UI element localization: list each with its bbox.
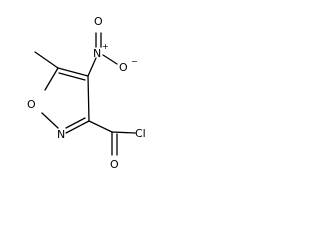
- charge-n-nitro: +: [102, 42, 109, 51]
- atom-cl: Cl: [135, 127, 146, 140]
- chemical-structure: N + O O − O N Cl O: [27, 15, 146, 171]
- atom-n-nitro: N: [93, 47, 101, 60]
- atom-label-layer: N + O O − O N Cl O: [27, 15, 146, 171]
- bond-o-ring-n-ring: [41, 112, 59, 129]
- bond-n-ring-c3-single: [65, 120, 90, 134]
- atom-o-nitro-top: O: [94, 15, 103, 28]
- atom-n-ring: N: [57, 128, 65, 141]
- bond-c5-o-ring: [44, 67, 59, 91]
- bond-c-acyl-cl: [111, 131, 136, 134]
- bond-n-ring-c3-double: [65, 117, 86, 129]
- bond-methyl-c5: [34, 51, 59, 69]
- atom-o-ring: O: [27, 98, 36, 111]
- bond-c4-n-nitro: [87, 57, 97, 77]
- bond-c4-c3: [87, 75, 90, 122]
- bond-layer: [34, 32, 136, 156]
- bond-n-nitro-o-right: [102, 54, 118, 65]
- bond-c5-c4-double: [58, 72, 86, 81]
- atom-o-carbonyl: O: [110, 158, 119, 171]
- atom-o-nitro-right: O: [119, 61, 128, 74]
- charge-o-nitro-right: −: [131, 57, 138, 66]
- bond-c5-c4-single: [57, 67, 89, 77]
- bond-c3-c-acyl: [88, 120, 113, 133]
